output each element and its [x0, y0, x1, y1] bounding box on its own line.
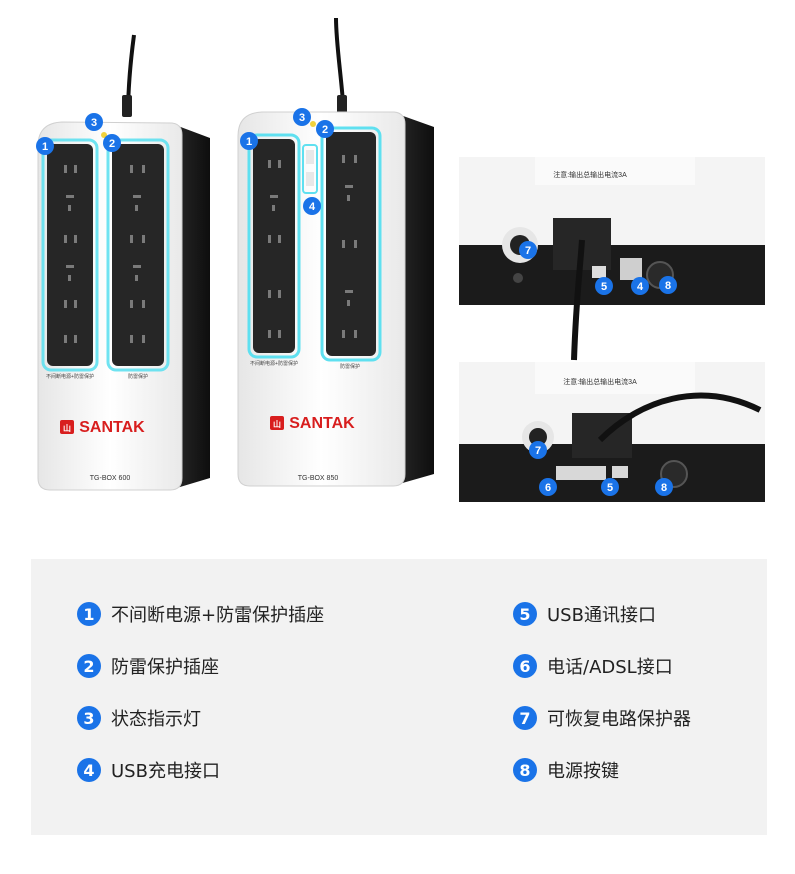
legend-item-3: 3 状态指示灯 [77, 703, 201, 733]
svg-text:7: 7 [535, 445, 541, 457]
svg-text:4: 4 [637, 281, 644, 293]
model-name: TG-BOX 600 [90, 475, 131, 482]
svg-text:8: 8 [665, 280, 671, 292]
callout-markers: 1 2 3 1 2 3 4 7 5 4 8 7 6 5 8 [36, 108, 677, 496]
product-photo-stage: 不间断电源+防雷保护 防雷保护 山 SANTAK TG-BOX 600 [36, 17, 765, 502]
legend-label: 可恢复电路保护器 [547, 709, 691, 730]
callout-6: 6 [539, 478, 557, 496]
legend-label: 不间断电源+防雷保护插座 [111, 605, 325, 626]
svg-text:5: 5 [607, 482, 613, 494]
outlet-label-ups: 不间断电源+防雷保护 [46, 373, 94, 380]
brand-name: SANTAK [289, 415, 355, 432]
callout-2: 2 [316, 120, 334, 138]
svg-text:2: 2 [322, 124, 328, 136]
status-led [310, 121, 316, 127]
callout-3: 3 [85, 113, 103, 131]
outlet-label-surge: 防雷保护 [340, 363, 360, 370]
rear-view-top: 注意:输出总输出电流3A [459, 157, 765, 361]
legend-item-2: 2 防雷保护插座 [77, 651, 219, 681]
number-badge: 1 [77, 602, 101, 626]
callout-5: 5 [601, 478, 619, 496]
number-badge: 2 [77, 654, 101, 678]
callout-5: 5 [595, 277, 613, 295]
svg-text:2: 2 [109, 138, 115, 150]
legend-label: USB充电接口 [111, 761, 220, 782]
outlet-label-surge: 防雷保护 [128, 373, 148, 380]
callout-1: 1 [36, 137, 54, 155]
callout-2: 2 [103, 134, 121, 152]
svg-text:山: 山 [273, 419, 281, 429]
legend-item-1: 1 不间断电源+防雷保护插座 [77, 599, 324, 629]
callout-4: 4 [303, 197, 321, 215]
legend-label: 电源按键 [547, 761, 619, 782]
legend-label: 电话/ADSL接口 [547, 657, 673, 678]
svg-text:6: 6 [545, 482, 551, 494]
svg-text:5: 5 [601, 281, 607, 293]
legend-item-6: 6 电话/ADSL接口 [513, 651, 673, 681]
legend-item-8: 8 电源按键 [513, 755, 619, 785]
callout-7: 7 [519, 241, 537, 259]
santak-logo-icon [270, 416, 284, 430]
rear-notice: 注意:输出总输出电流3A [553, 170, 627, 179]
model-name: TG-BOX 850 [298, 475, 339, 482]
callout-4: 4 [631, 277, 649, 295]
number-badge: 3 [77, 706, 101, 730]
santak-logo-icon [60, 420, 74, 434]
svg-text:1: 1 [42, 141, 48, 153]
callout-8: 8 [655, 478, 673, 496]
svg-text:7: 7 [525, 245, 531, 257]
brand-name: SANTAK [79, 419, 145, 436]
svg-text:1: 1 [246, 136, 252, 148]
number-badge: 4 [77, 758, 101, 782]
callout-3: 3 [293, 108, 311, 126]
svg-text:8: 8 [661, 482, 667, 494]
legend-label: USB通讯接口 [547, 605, 656, 626]
legend-label: 状态指示灯 [111, 709, 201, 730]
number-badge: 6 [513, 654, 537, 678]
device-tg-box-600: 不间断电源+防雷保护 防雷保护 山 SANTAK TG-BOX 600 [37, 34, 210, 491]
outlet-label-ups: 不间断电源+防雷保护 [250, 360, 298, 367]
number-badge: 8 [513, 758, 537, 782]
legend-item-5: 5 USB通讯接口 [513, 599, 656, 629]
svg-text:山: 山 [63, 423, 71, 433]
rear-notice: 注意:输出总输出电流3A [563, 377, 637, 386]
number-badge: 5 [513, 602, 537, 626]
svg-text:3: 3 [91, 117, 97, 129]
callout-7: 7 [529, 441, 547, 459]
legend-item-7: 7 可恢复电路保护器 [513, 703, 691, 733]
svg-text:3: 3 [299, 112, 305, 124]
svg-text:4: 4 [309, 201, 316, 213]
legend-label: 防雷保护插座 [111, 657, 219, 678]
device-tg-box-850: 不间断电源+防雷保护 防雷保护 山 SANTAK TG-BOX 850 [237, 17, 434, 487]
callout-8: 8 [659, 276, 677, 294]
status-led [101, 132, 107, 138]
callout-1: 1 [240, 132, 258, 150]
legend-item-4: 4 USB充电接口 [77, 755, 220, 785]
legend-panel: 1 不间断电源+防雷保护插座 2 防雷保护插座 3 状态指示灯 4 USB充电接… [31, 559, 767, 835]
number-badge: 7 [513, 706, 537, 730]
